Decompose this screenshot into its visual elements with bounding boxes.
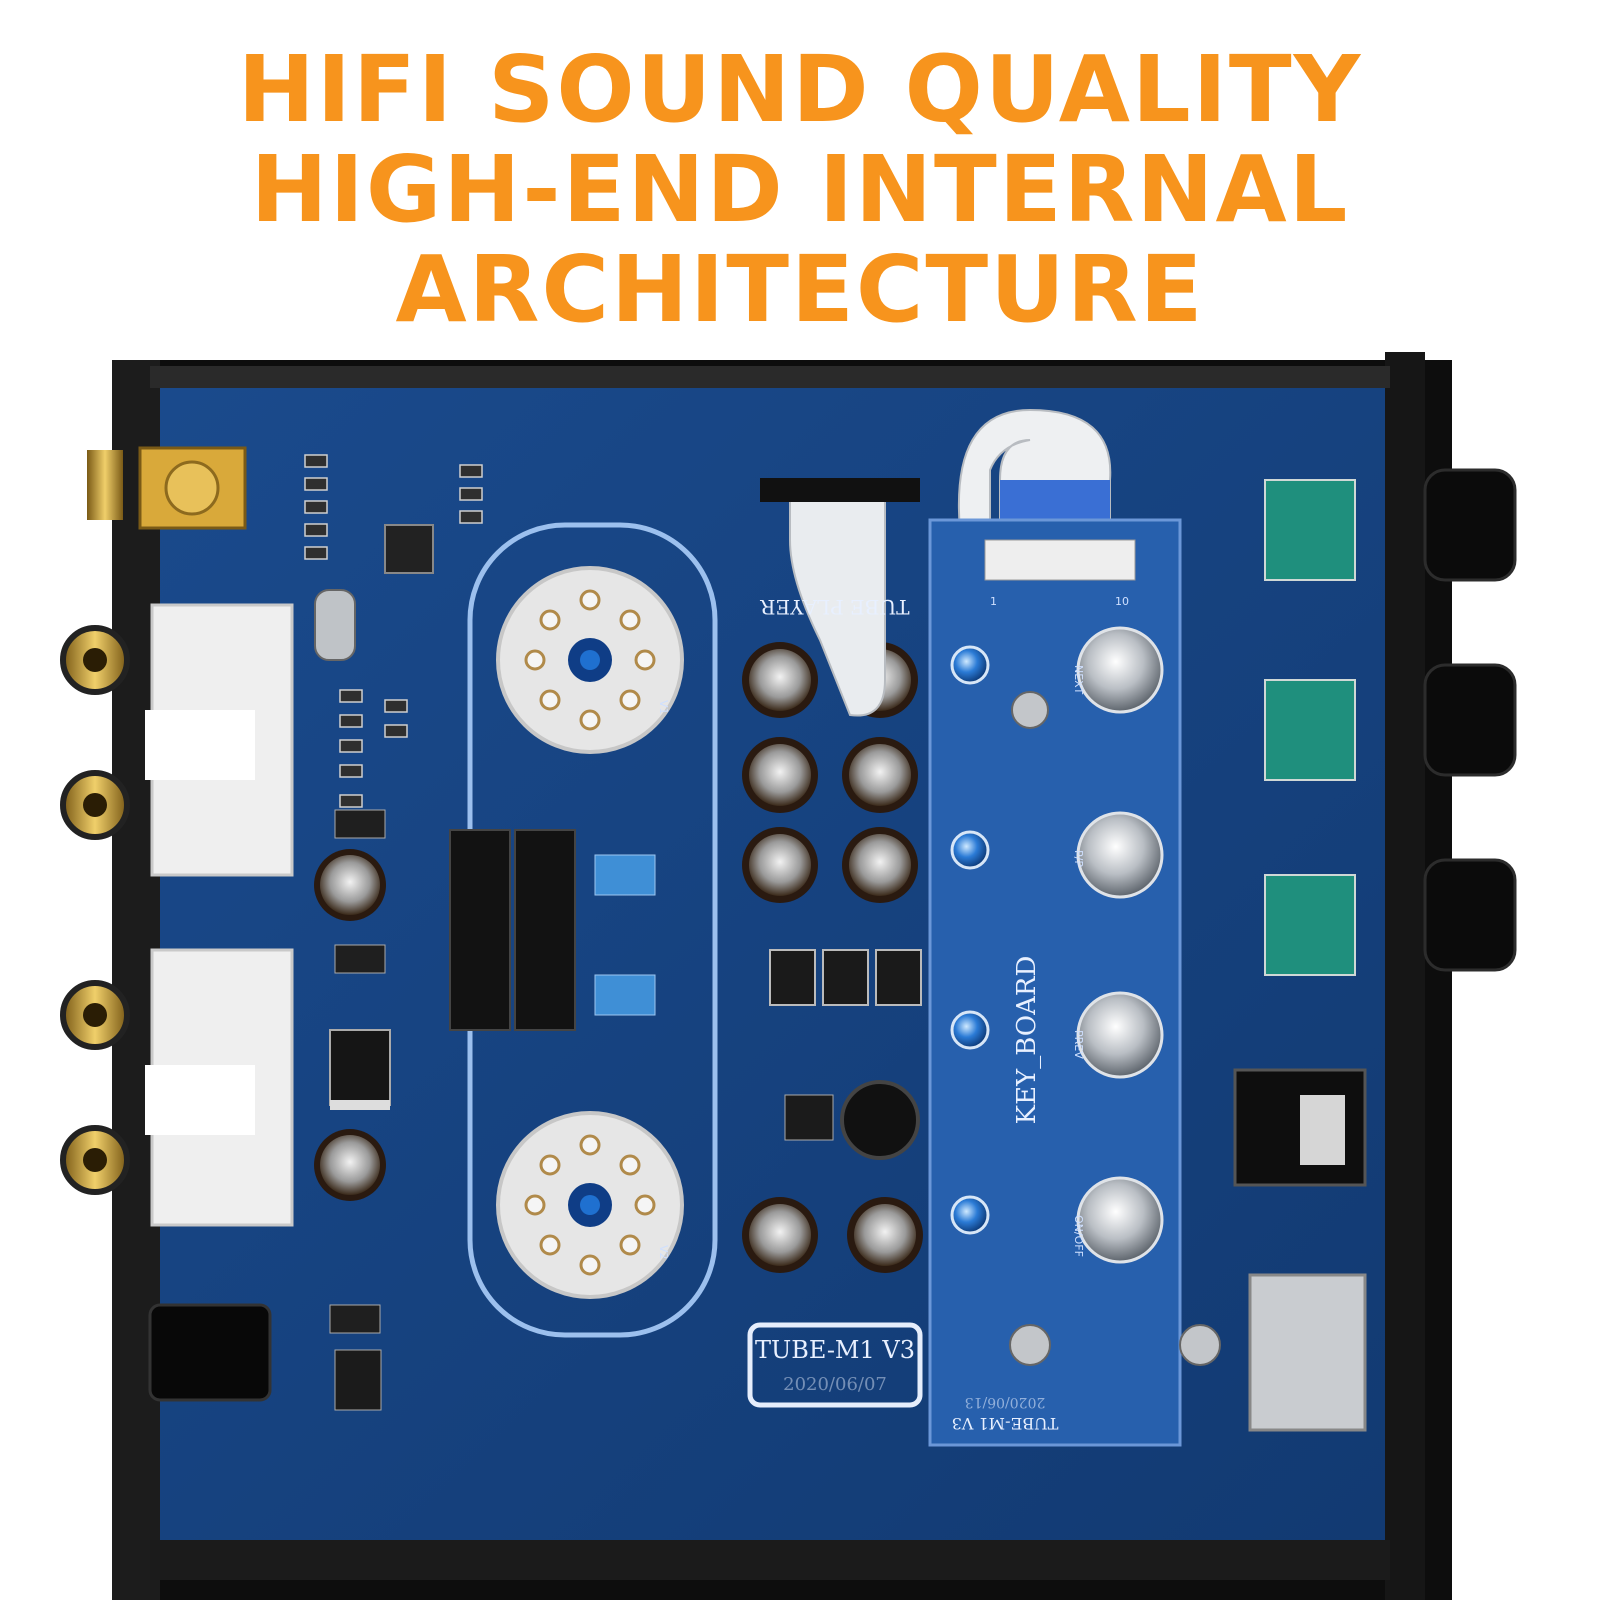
regulator-u2 [329,1029,391,1106]
led-d7 [950,1195,990,1235]
button-label-pp: P/P [1072,850,1085,867]
diodes-center [769,949,922,1006]
screw-3 [1179,1324,1221,1366]
tube-player-text: TUBE PLAYER [760,595,910,619]
ferrite-block-2 [514,829,576,1031]
headline-line-2: HIGH-END INTERNAL [250,136,1350,243]
tube-socket-v1 [496,566,684,754]
key-board [928,518,1182,1447]
model-label: TUBE-M1 V3 [755,1336,915,1364]
power-jack [148,1303,272,1402]
film-cap-c30 [594,854,656,896]
volume-knobs [1423,468,1517,972]
diode-d10 [334,944,386,974]
tube-label-v1: V1 [657,700,670,715]
diode-d1 [329,1304,381,1334]
keyboard-model: TUBE-M1 V3 [952,1414,1059,1433]
headline: HIFI SOUND QUALITY HIGH-END INTERNAL ARC… [0,40,1600,340]
ribbon-connector-j4 [760,478,920,502]
led-d9 [950,830,990,870]
chip-u6 [784,1094,834,1141]
usb-port [1233,1068,1367,1187]
keyboard-date: 2020/06/13 [965,1394,1046,1410]
pin-end: 10 [1115,595,1129,608]
pin-start: 1 [990,595,997,608]
screw-2 [1009,1324,1051,1366]
knob-button-3 [1076,991,1164,1079]
headline-line-3: ARCHITECTURE [395,236,1205,343]
model-date: 2020/06/07 [783,1374,887,1395]
knob-button-1 [1076,626,1164,714]
capacitors-left [314,849,386,1201]
ferrite-block-1 [449,829,511,1031]
knob-button-2 [1076,811,1164,899]
smd-components-left [304,454,483,808]
rca-jack-block-top [60,603,294,877]
led-d8 [950,1010,990,1050]
chip-u20 [334,1349,382,1411]
headline-line-1: HIFI SOUND QUALITY [237,36,1363,143]
led-d11 [950,645,990,685]
button-label-next: NEXT [1072,665,1085,695]
inductor [840,1080,920,1160]
button-label-onoff: ON/OFF [1072,1215,1085,1257]
potentiometers [1264,479,1356,976]
model-label-box [747,1322,923,1408]
screw-1 [1011,691,1049,729]
tube-socket-v2 [496,1111,684,1299]
knob-button-4 [1076,1176,1164,1264]
sd-card-slot [1248,1273,1367,1432]
crystal [314,589,356,661]
button-label-prev: PREV [1072,1030,1085,1059]
ribbon-cable-left [789,494,886,717]
film-cap-c50 [594,974,656,1016]
keyboard-label: KEY_BOARD [1012,956,1042,1125]
antenna-connector [87,446,247,530]
diode-d12 [334,809,386,839]
tube-label-v2: V2 [657,1245,670,1260]
chip-u3 [384,524,434,574]
right-panel [1385,352,1425,1600]
rca-jack-block-bottom [60,948,294,1227]
